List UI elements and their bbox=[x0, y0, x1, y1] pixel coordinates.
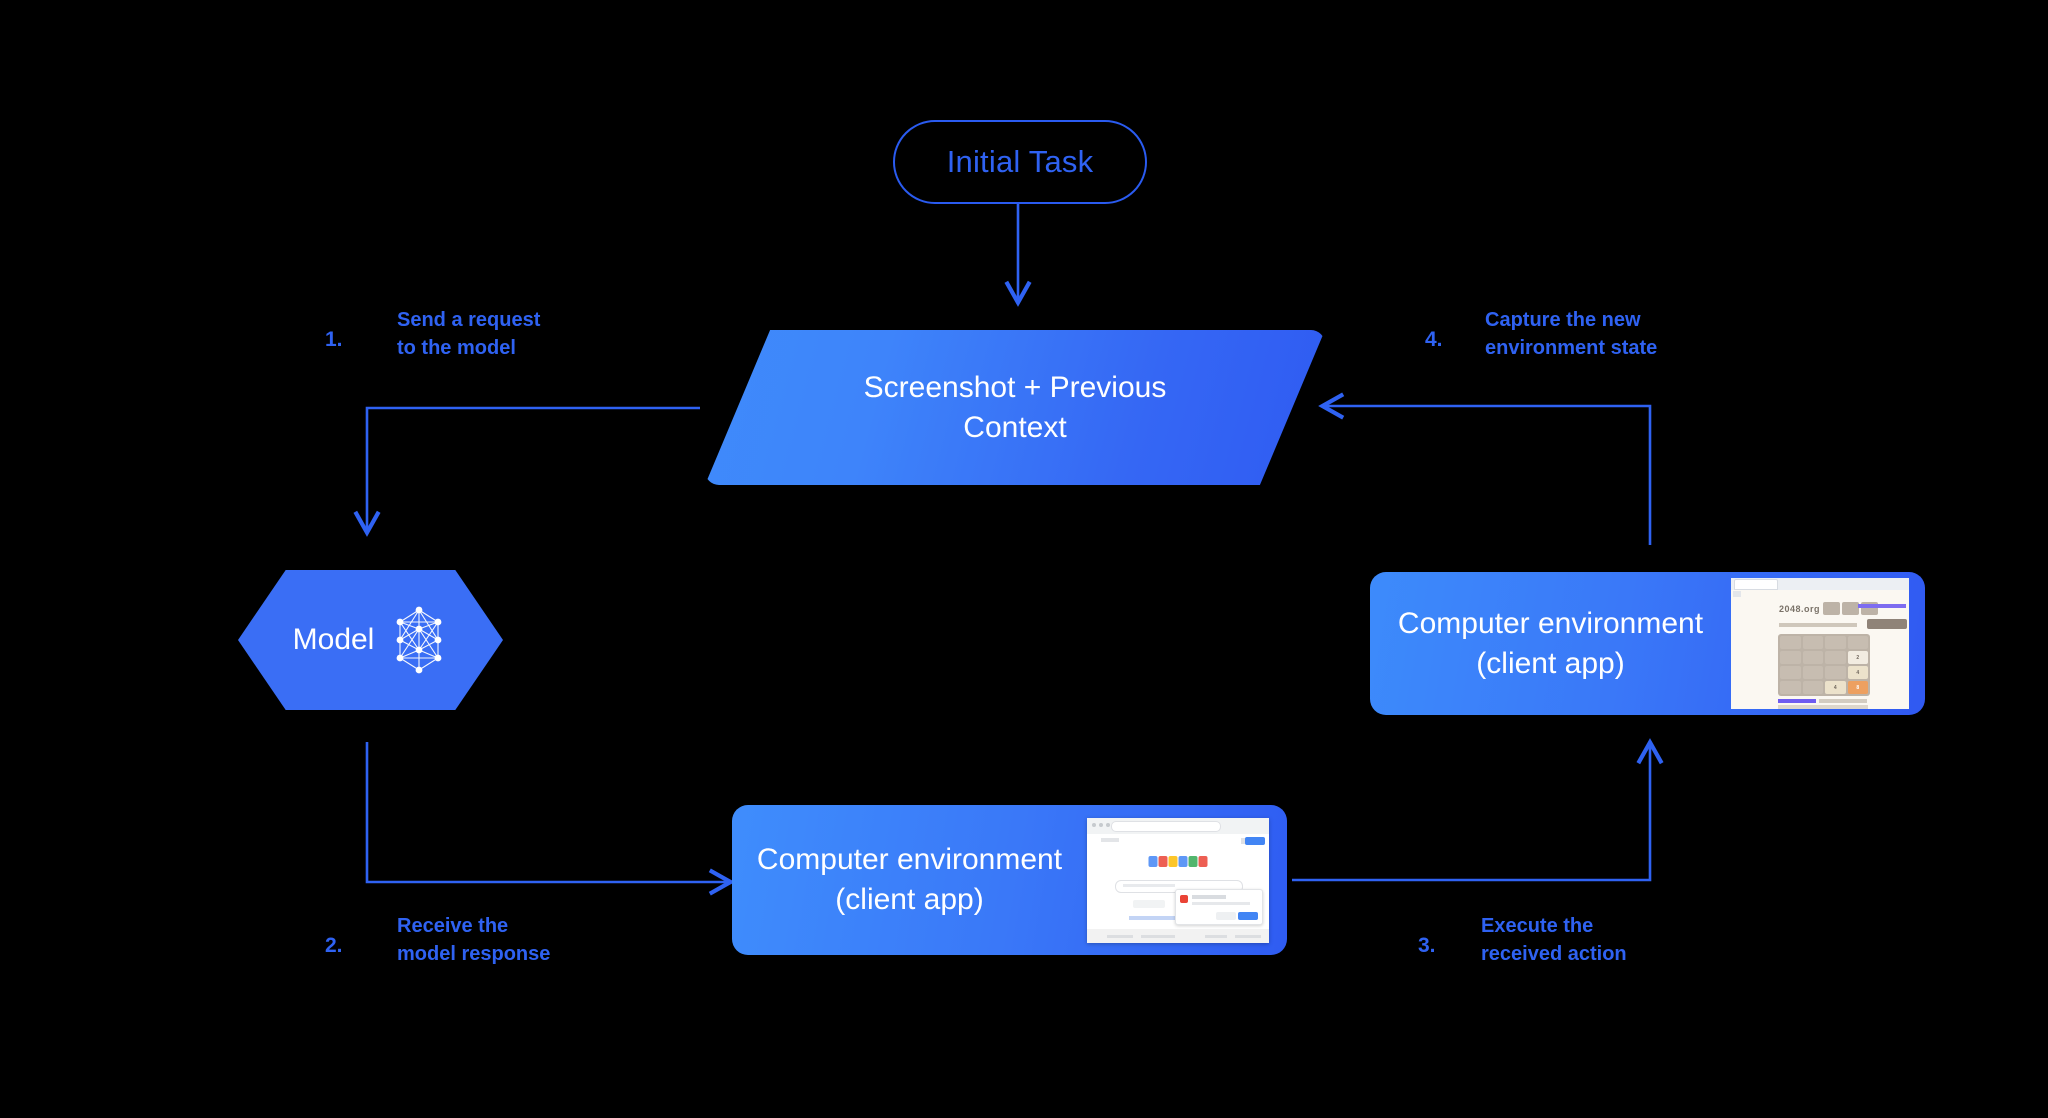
env-right-line-1: Computer environment bbox=[1397, 606, 1704, 640]
google-logo-icon bbox=[1148, 855, 1208, 867]
arrow-env-right-to-context bbox=[1318, 392, 1652, 545]
step-2-label: 2. Receive the model response bbox=[325, 912, 550, 969]
initial-task-node[interactable]: Initial Task bbox=[893, 120, 1147, 204]
model-label: Model bbox=[292, 623, 375, 656]
thumbnail-2048-game: 2048.org 2 4 4 8 bbox=[1731, 578, 1909, 709]
step-4-number: 4. bbox=[1425, 328, 1443, 351]
env-bottom-line-1: Computer environment bbox=[756, 843, 1063, 877]
context-shape bbox=[705, 330, 1325, 485]
step-1-number: 1. bbox=[325, 328, 343, 351]
thumbnail-dialog bbox=[1175, 888, 1263, 925]
step-4-line-2: environment state bbox=[1485, 337, 1658, 360]
thumbnail-google-search bbox=[1087, 817, 1269, 943]
env-bottom-line-2: (client app) bbox=[835, 883, 984, 916]
context-text: Screenshot + Previous Context bbox=[705, 330, 1325, 485]
thumbnail-2048-title: 2048.org bbox=[1779, 604, 1821, 614]
step-3-text: Execute the received action bbox=[1481, 912, 1627, 969]
step-4-line-1: Capture the new bbox=[1485, 309, 1641, 331]
step-3-label: 3. Execute the received action bbox=[1418, 912, 1627, 969]
env-bottom-node[interactable]: Computer environment (client app) bbox=[732, 805, 1287, 955]
model-shape bbox=[238, 570, 503, 710]
env-right-text: Computer environment (client app) bbox=[1370, 604, 1731, 684]
env-right-line-2: (client app) bbox=[1476, 646, 1625, 680]
step-2-text: Receive the model response bbox=[397, 912, 550, 969]
step-2-line-1: Receive the bbox=[397, 915, 509, 937]
arrow-model-to-env-bottom bbox=[365, 742, 735, 896]
arrow-context-to-model bbox=[353, 406, 700, 537]
step-3-line-1: Execute the bbox=[1481, 915, 1594, 937]
step-1-label: 1. Send a request to the model bbox=[325, 306, 540, 363]
context-node[interactable]: Screenshot + Previous Context bbox=[705, 330, 1325, 485]
step-1-text: Send a request to the model bbox=[397, 306, 540, 363]
step-1-line-1: Send a request bbox=[397, 309, 541, 331]
initial-task-label: Initial Task bbox=[946, 144, 1094, 179]
env-bottom-text: Computer environment (client app) bbox=[732, 840, 1087, 920]
context-line-1: Screenshot + Previous bbox=[863, 370, 1167, 404]
step-1-line-2: to the model bbox=[397, 337, 516, 360]
model-node[interactable]: Model bbox=[238, 570, 503, 710]
step-4-label: 4. Capture the new environment state bbox=[1425, 306, 1657, 363]
step-4-text: Capture the new environment state bbox=[1485, 306, 1657, 363]
thumbnail-2048-grid: 2 4 4 8 bbox=[1778, 634, 1870, 696]
arrow-env-bottom-to-env-right bbox=[1292, 738, 1664, 882]
env-right-node[interactable]: Computer environment (client app) 2048.o… bbox=[1370, 572, 1925, 715]
step-3-number: 3. bbox=[1418, 934, 1436, 957]
step-3-line-2: received action bbox=[1481, 943, 1627, 966]
step-2-number: 2. bbox=[325, 934, 343, 957]
neural-network-icon bbox=[396, 606, 442, 674]
context-line-2: Context bbox=[963, 410, 1067, 444]
step-2-line-2: model response bbox=[397, 943, 551, 966]
